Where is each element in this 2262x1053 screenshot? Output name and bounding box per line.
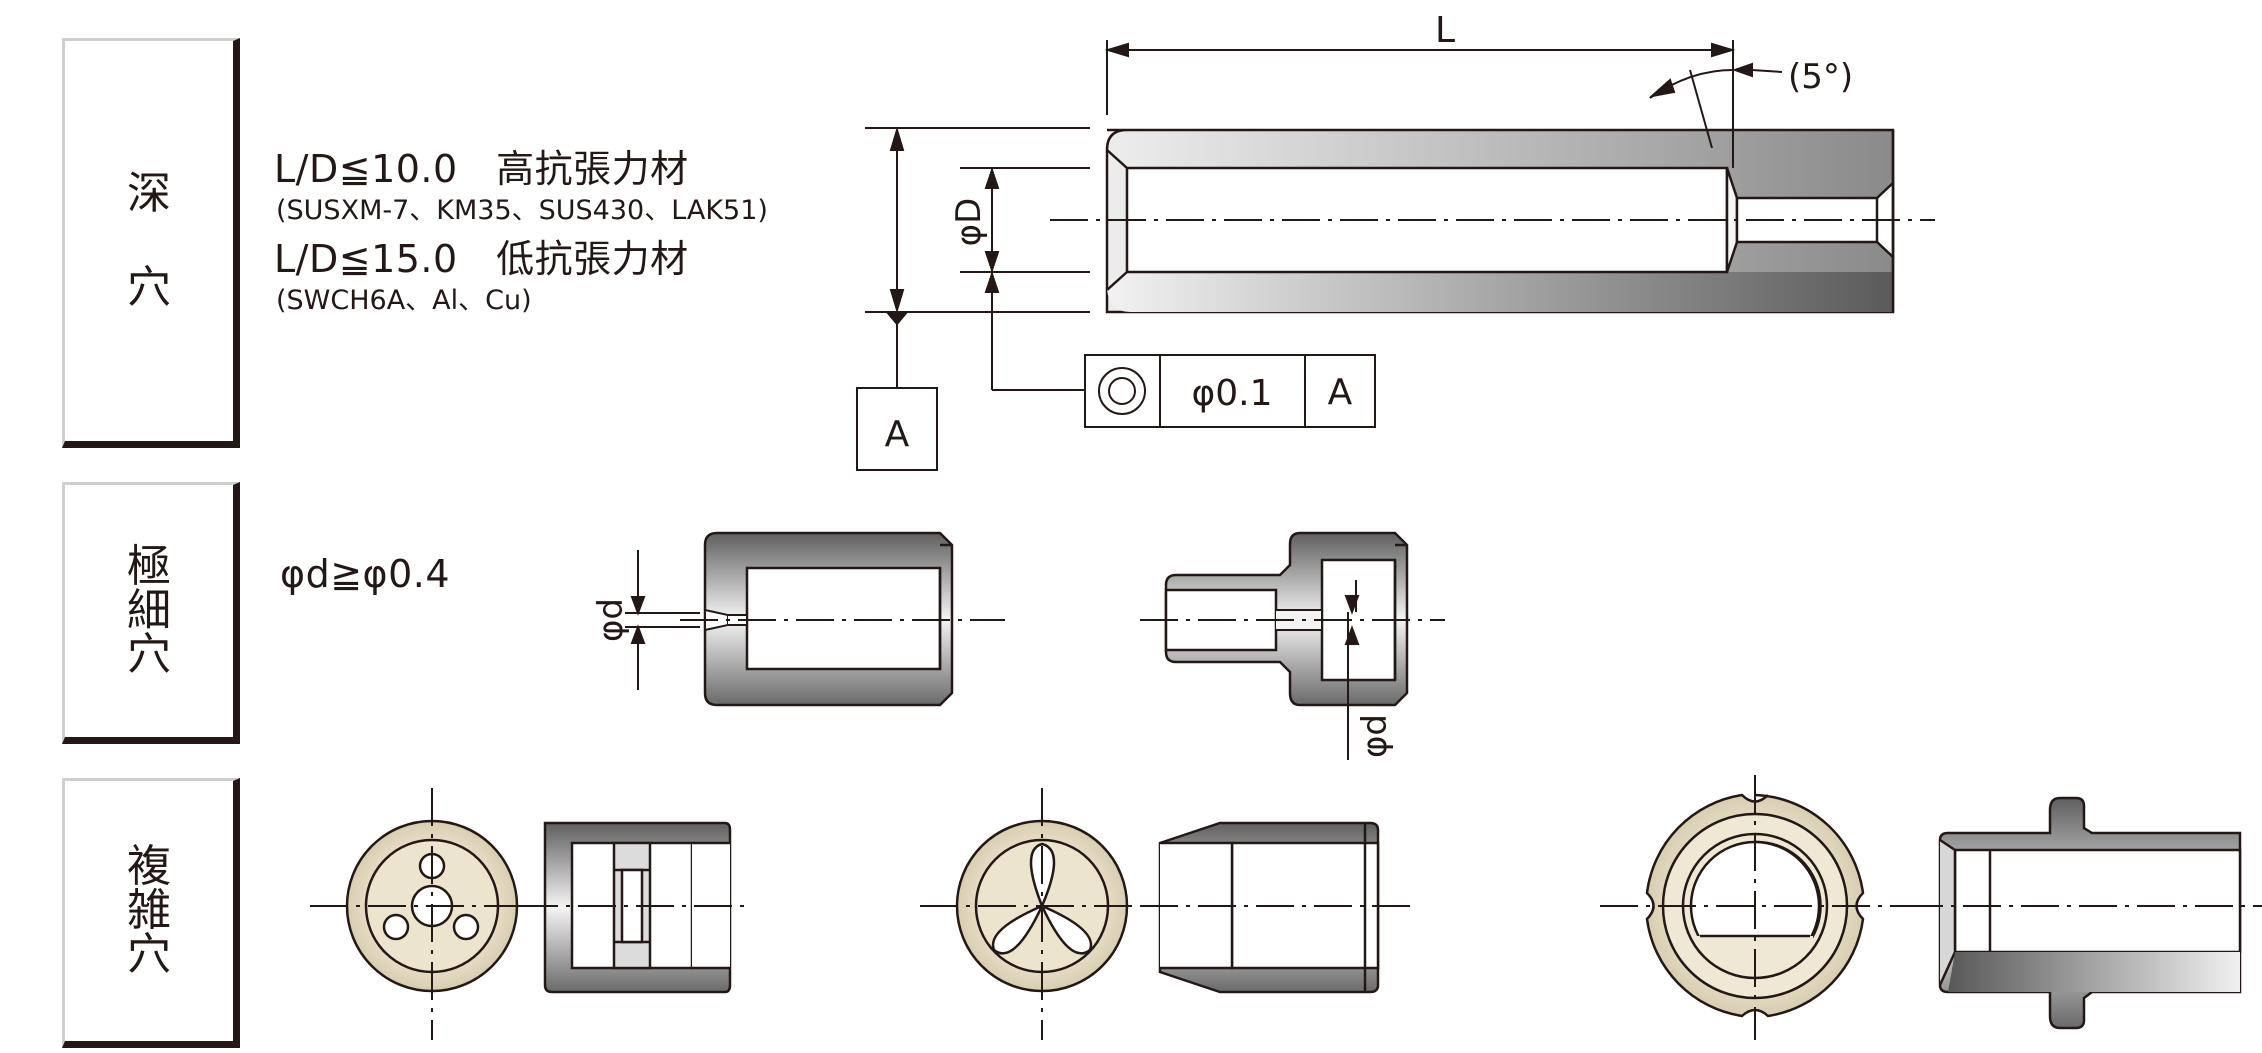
spec-micro-min-dia: φd≧φ0.4 xyxy=(280,552,451,596)
dim-D-label: φD xyxy=(949,198,989,247)
angle-annotation xyxy=(1648,62,1783,149)
dim-L-label: L xyxy=(1435,10,1455,51)
spec-deep-high-tensile: L/D≦10.0 高抗張力材 xyxy=(274,147,689,191)
dim-d-2-label: φd xyxy=(1355,714,1395,758)
tab-char: 穴 xyxy=(127,929,171,980)
tab-char: 穴 xyxy=(127,629,171,680)
tab-char: 深 xyxy=(127,168,171,219)
complex-part-a-face-axes xyxy=(310,788,555,1040)
dim-D xyxy=(865,126,1090,314)
dim-d-2 xyxy=(1344,580,1360,760)
datum-A xyxy=(856,311,938,471)
dim-L xyxy=(1104,40,1736,168)
row-tab-micro-hole: 極 細 穴 xyxy=(62,482,240,744)
tab-char: 雑 xyxy=(127,885,171,936)
tab-char: 複 xyxy=(127,841,171,892)
spec-deep-low-materials: (SWCH6A、Al、Cu) xyxy=(276,285,532,316)
complex-part-c-face-axes xyxy=(1600,775,1910,1040)
row-tab-deep-hole: 深 穴 xyxy=(62,38,240,448)
row-tab-complex-hole-label: 複 雑 穴 xyxy=(65,845,233,977)
row-tab-micro-hole-label: 極 細 穴 xyxy=(65,545,233,677)
tolerance-frame xyxy=(984,270,1376,428)
tolerance-datum: A xyxy=(1328,372,1353,413)
tab-char: 細 xyxy=(127,585,171,636)
angle-label: (5°) xyxy=(1788,57,1853,97)
complex-part-a-side xyxy=(543,821,732,994)
dim-d-1-label: φd xyxy=(591,598,631,642)
dim-d-1 xyxy=(625,550,700,690)
spec-deep-high-materials: (SUSXM-7、KM35、SUS430、LAK51) xyxy=(276,195,768,226)
datum-A-label: A xyxy=(885,414,910,455)
deep-hole-part xyxy=(1105,128,1895,314)
tab-char: 穴 xyxy=(127,262,171,313)
row-tab-deep-hole-label: 深 穴 xyxy=(65,172,233,310)
row-tab-complex-hole: 複 雑 穴 xyxy=(62,778,240,1048)
complex-part-b-side xyxy=(1158,821,1380,994)
complex-part-b-face-axes xyxy=(920,788,1165,1040)
complex-part-c-side xyxy=(1938,796,2242,1030)
spec-deep-low-tensile: L/D≦15.0 低抗張力材 xyxy=(274,237,689,281)
tab-char: 極 xyxy=(127,541,171,592)
tolerance-value: φ0.1 xyxy=(1192,373,1273,414)
